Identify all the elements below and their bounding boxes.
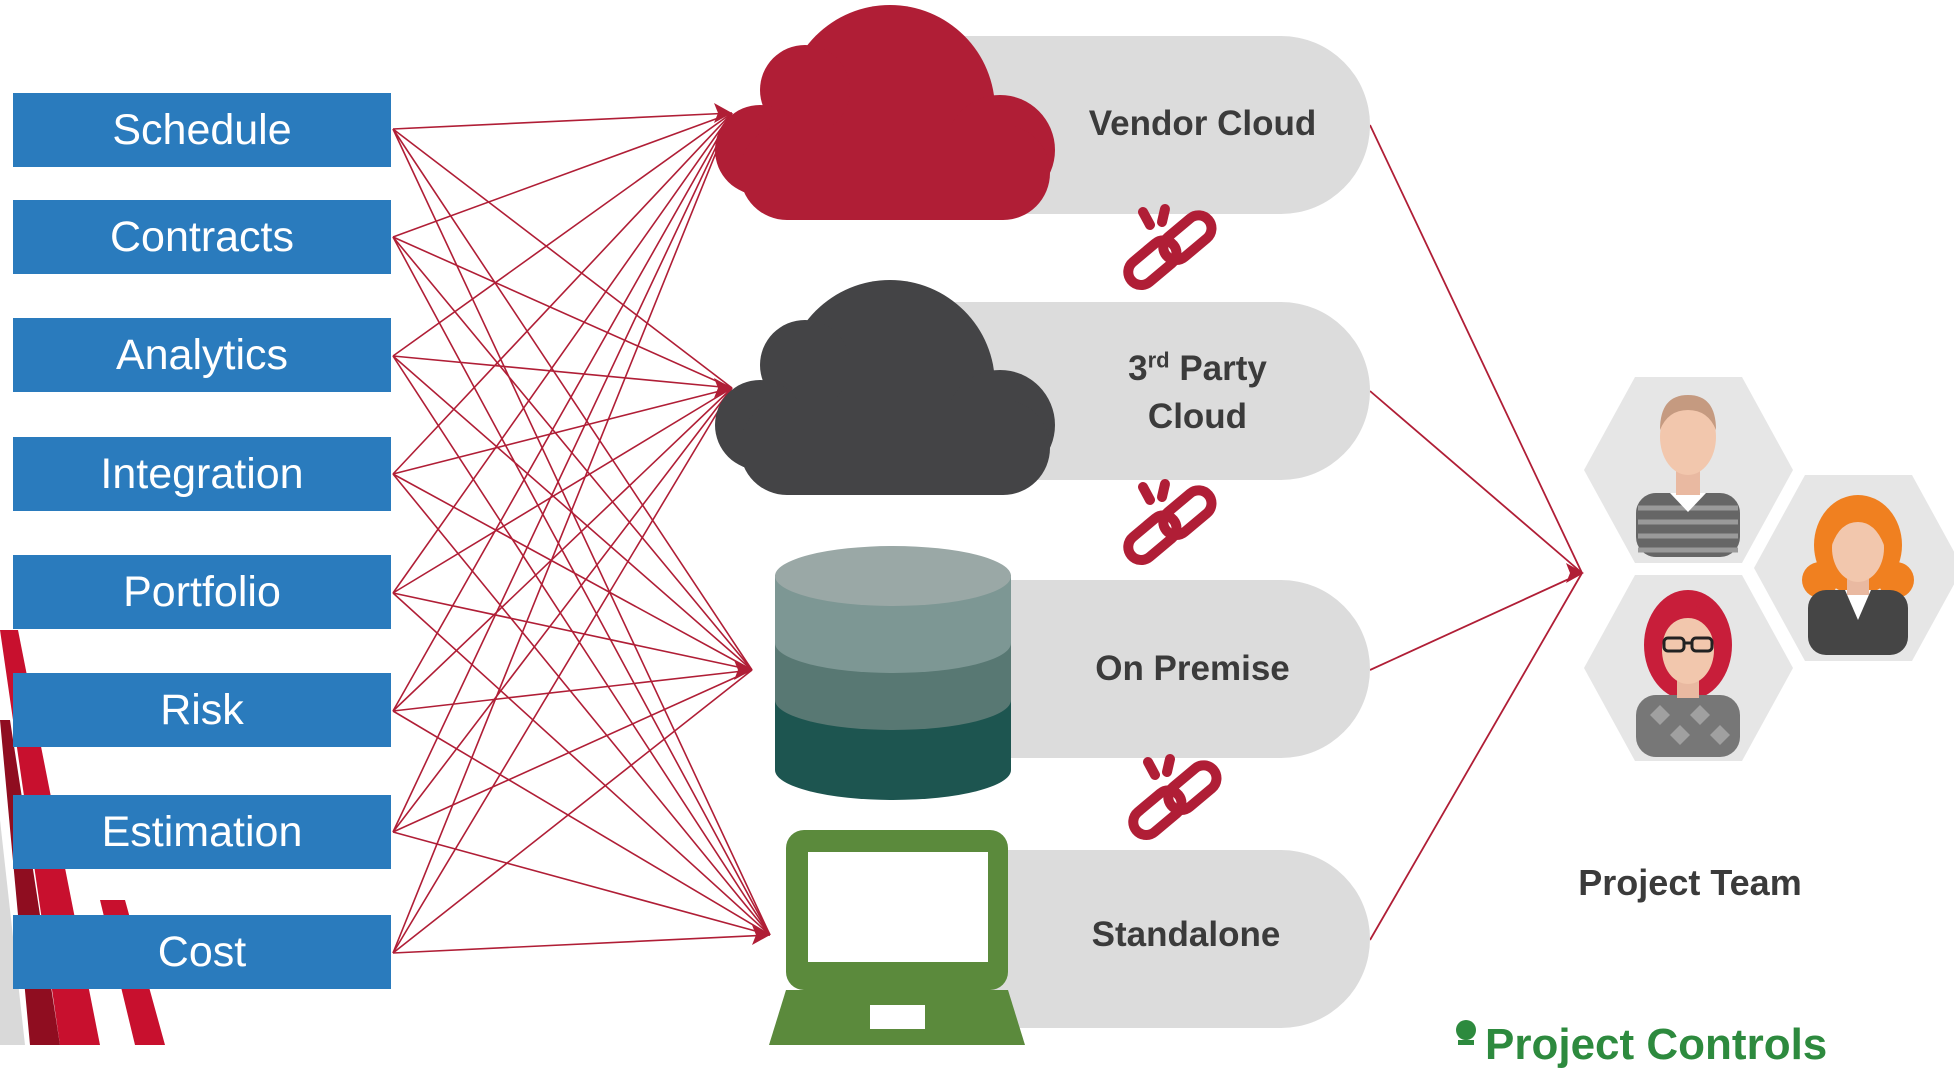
connector-line <box>392 128 733 389</box>
logo-text: Project Controls <box>1485 1020 1828 1069</box>
connector-line <box>392 236 753 671</box>
third-party-rest: Party <box>1169 349 1267 388</box>
third-party-cloud-icon <box>715 280 1055 495</box>
connector-line <box>392 355 771 936</box>
connector-line <box>392 112 733 954</box>
connector-line <box>392 112 733 475</box>
broken-link-icon <box>1123 204 1217 290</box>
connector-line <box>392 355 753 671</box>
laptop-icon <box>769 830 1025 1045</box>
module-schedule[interactable]: Schedule <box>13 93 391 167</box>
connector-line <box>392 112 733 833</box>
connector-line <box>392 669 753 954</box>
team-connector-line <box>1369 572 1583 941</box>
arrowhead <box>714 103 732 123</box>
connector-line <box>392 387 733 833</box>
connector-line <box>392 669 753 712</box>
module-portfolio[interactable]: Portfolio <box>13 555 391 629</box>
connector-line <box>392 112 733 130</box>
person-icon <box>1636 590 1740 757</box>
connector-line <box>392 387 733 475</box>
database-icon <box>775 546 1011 800</box>
broken-link-icon <box>1123 479 1217 565</box>
arrowhead <box>1566 563 1584 583</box>
person-icon <box>1802 495 1914 655</box>
broken-link-icon <box>1128 754 1222 840</box>
team-connector-line <box>1369 390 1583 574</box>
third-party-superscript: rd <box>1147 347 1170 373</box>
team-connector-line <box>1369 124 1583 574</box>
connector-line <box>392 236 733 389</box>
arrowhead <box>752 925 770 945</box>
connector-line <box>392 387 733 594</box>
person-icon <box>1636 395 1740 557</box>
connector-line <box>392 934 771 954</box>
logo-icon <box>1456 1020 1476 1045</box>
module-risk[interactable]: Risk <box>13 673 391 747</box>
arrowhead <box>734 660 752 680</box>
connector-line <box>392 112 733 357</box>
vendor-cloud-icon <box>715 5 1055 220</box>
connector-line <box>392 473 771 936</box>
module-cost[interactable]: Cost <box>13 915 391 989</box>
module-estimation[interactable]: Estimation <box>13 795 391 869</box>
on-premise-label: On Premise <box>1095 649 1290 688</box>
connector-line <box>392 355 733 389</box>
connector-line <box>392 710 771 936</box>
third-party-prefix: 3 <box>1128 349 1148 388</box>
standalone-label: Standalone <box>1091 915 1281 954</box>
connector-line <box>392 128 753 671</box>
project-team-label: Project Team <box>1578 862 1802 903</box>
third-party-cloud-label: 3rd Party Cloud <box>1070 345 1325 441</box>
module-analytics[interactable]: Analytics <box>13 318 391 392</box>
connector-line <box>392 387 733 712</box>
team-connector-line <box>1369 572 1583 671</box>
vendor-cloud-label: Vendor Cloud <box>1088 104 1317 143</box>
connector-line <box>392 387 733 954</box>
diagram-canvas <box>0 5 1954 1045</box>
connector-line <box>392 112 733 238</box>
module-contracts[interactable]: Contracts <box>13 200 391 274</box>
third-party-line2: Cloud <box>1147 397 1248 436</box>
connector-line <box>392 592 771 936</box>
connector-line <box>392 473 753 671</box>
arrowhead <box>714 378 732 398</box>
connector-line <box>392 112 733 712</box>
connectors <box>392 103 1584 954</box>
connector-line <box>392 112 733 594</box>
module-integration[interactable]: Integration <box>13 437 391 511</box>
